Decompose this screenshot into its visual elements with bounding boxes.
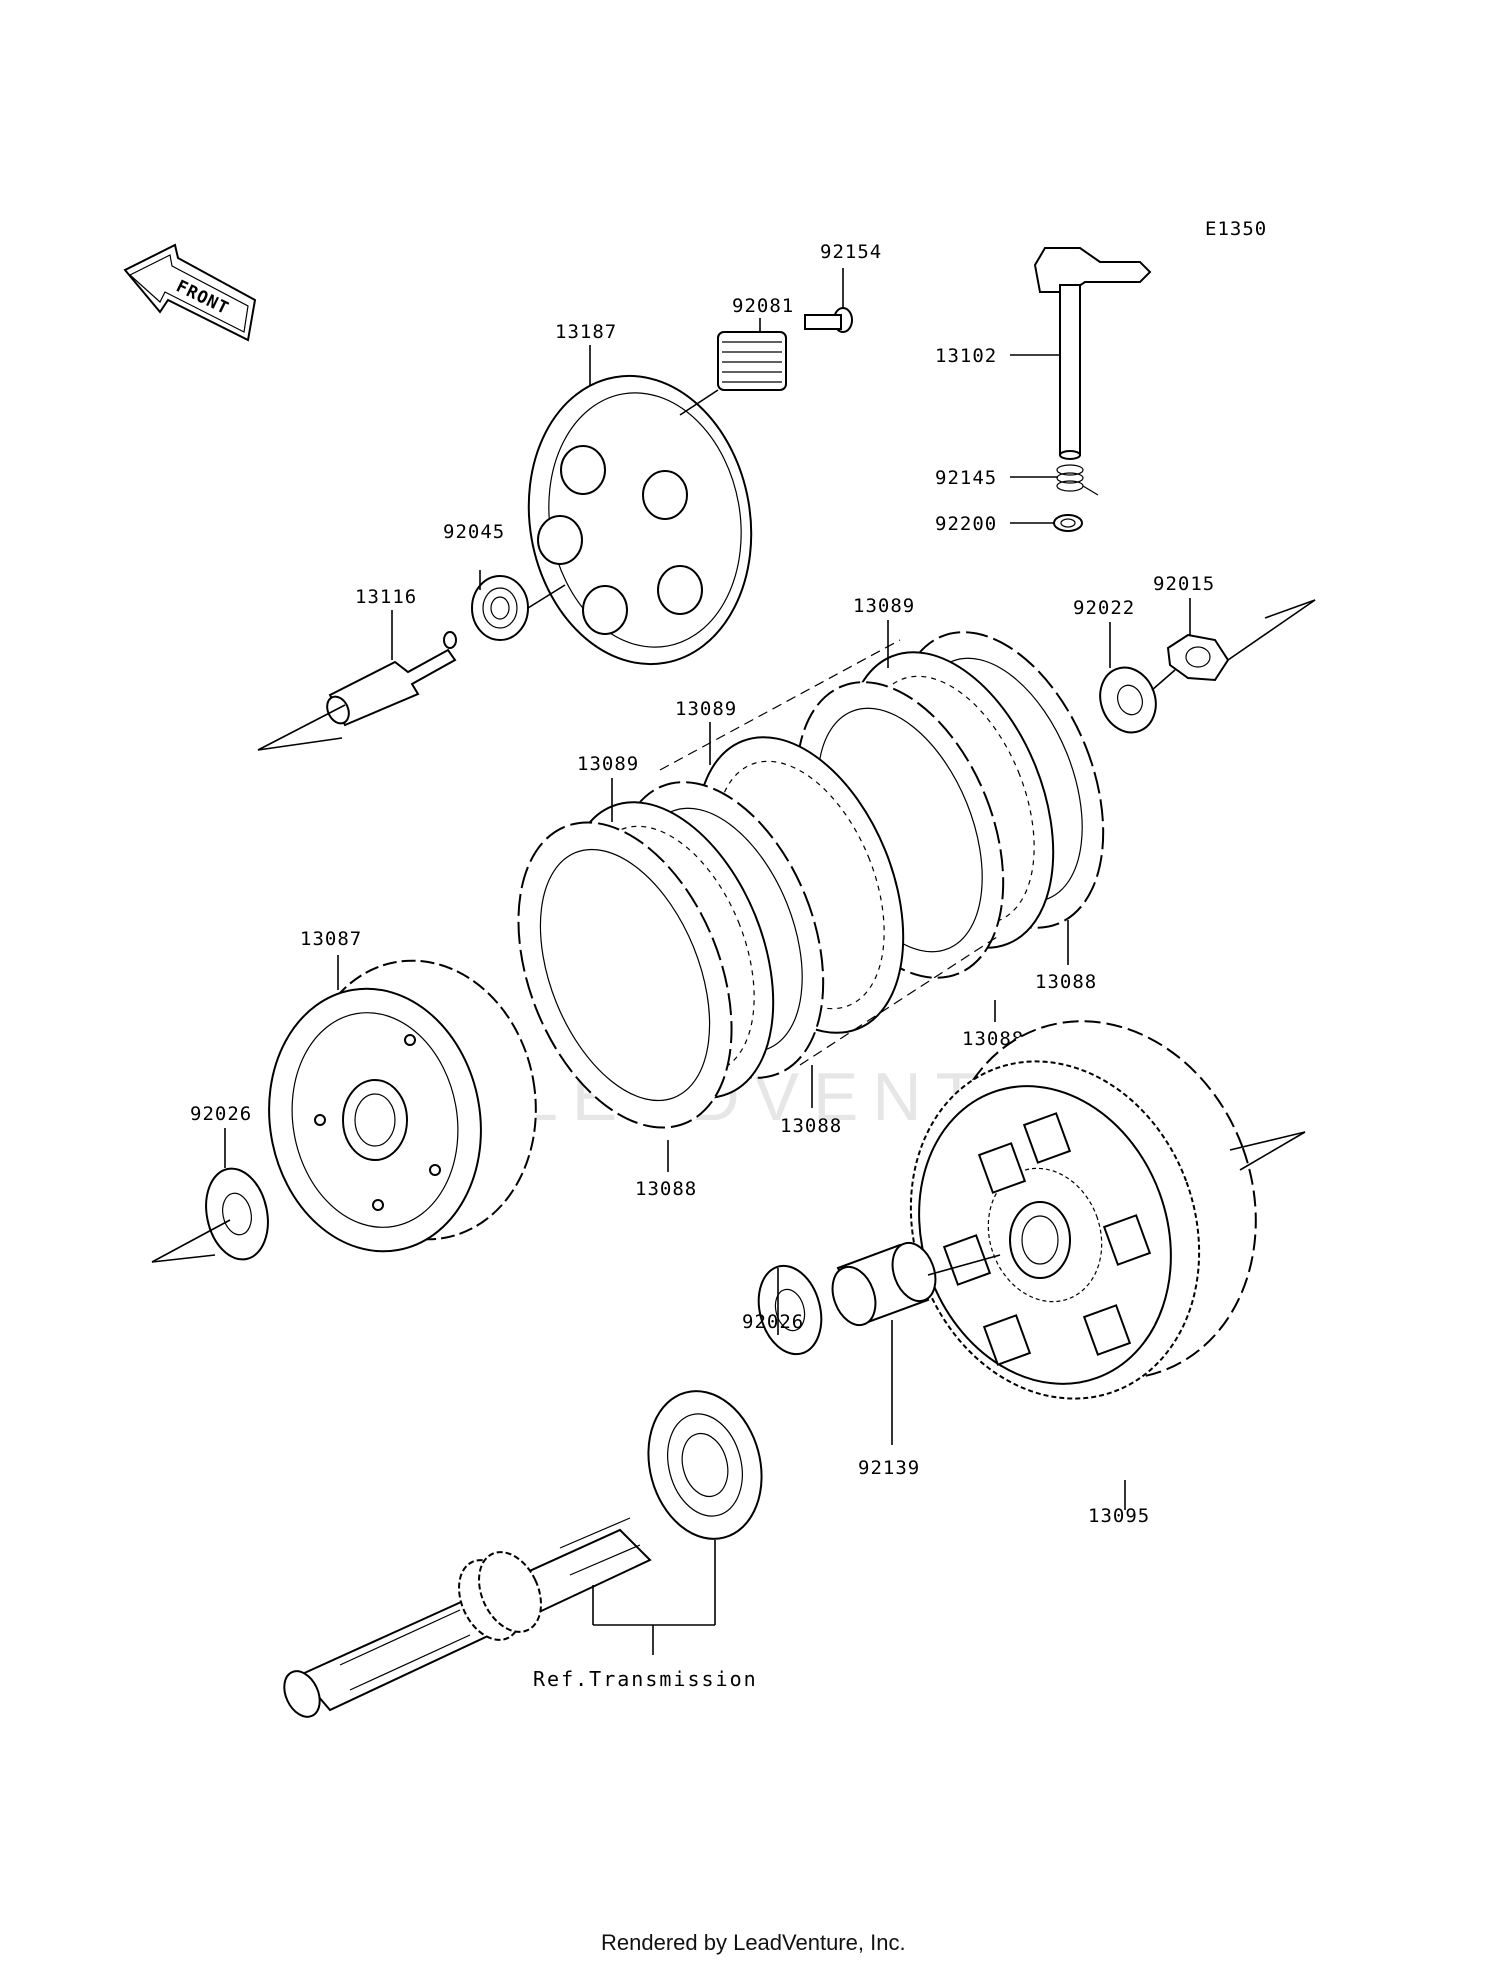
label-92026-left: 92026: [190, 1103, 252, 1125]
spring-92081: [717, 331, 787, 391]
front-arrow-icon: FRONT: [123, 243, 257, 342]
label-92026-center: 92026: [742, 1311, 804, 1333]
label-13088-c: 13088: [780, 1115, 842, 1137]
transmission-shaft: [283, 1517, 652, 1718]
label-92145: 92145: [935, 467, 997, 489]
label-13116: 13116: [355, 586, 417, 608]
clutch-housing-13095: [909, 1020, 1257, 1400]
label-92139: 92139: [858, 1457, 920, 1479]
label-13089-c: 13089: [577, 753, 639, 775]
label-13087: 13087: [300, 928, 362, 950]
label-92022: 92022: [1073, 597, 1135, 619]
washer-92026-left: [205, 1167, 269, 1261]
label-13187: 13187: [555, 321, 617, 343]
diagram-code: E1350: [1205, 218, 1267, 240]
label-13089-b: 13089: [675, 698, 737, 720]
pressure-plate-13187: [527, 374, 753, 666]
footer-credit: Rendered by LeadVenture, Inc.: [601, 1930, 906, 1955]
label-13102: 13102: [935, 345, 997, 367]
clutch-hub-13087: [268, 959, 537, 1253]
label-92045: 92045: [443, 521, 505, 543]
label-13095: 13095: [1088, 1505, 1150, 1527]
main-bearing: [647, 1390, 763, 1540]
label-92015: 92015: [1153, 573, 1215, 595]
label-92154: 92154: [820, 241, 882, 263]
label-92081: 92081: [732, 295, 794, 317]
label-13088-d: 13088: [635, 1178, 697, 1200]
bolt-92154: [804, 307, 853, 333]
clutch-plate-stack: [517, 631, 1105, 1129]
sleeve-92139: [831, 1241, 937, 1327]
label-92200: 92200: [935, 513, 997, 535]
label-13088-a: 13088: [1035, 971, 1097, 993]
label-13089-a: 13089: [853, 595, 915, 617]
nut-92015: [1166, 633, 1230, 682]
spring-92145: [1056, 464, 1099, 496]
washer-92200: [1053, 514, 1083, 532]
washer-92022: [1099, 666, 1157, 734]
pushrod-13116: [326, 631, 457, 727]
shift-shaft-13102: [1033, 247, 1152, 460]
ref-transmission-label: Ref.Transmission: [533, 1667, 758, 1691]
washer-92026-center: [757, 1264, 823, 1356]
